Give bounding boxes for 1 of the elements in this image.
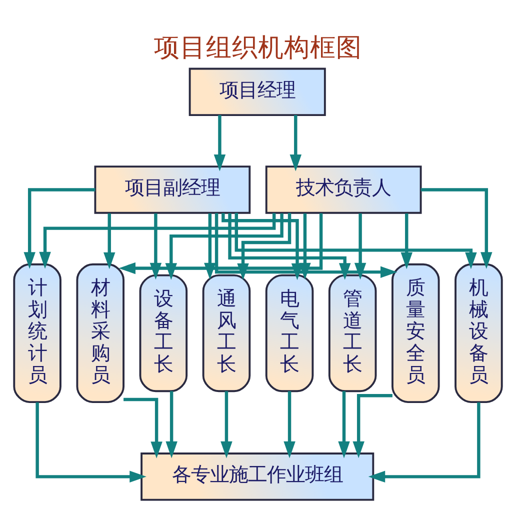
diagram-title: 项目组织机构框图	[154, 32, 362, 63]
